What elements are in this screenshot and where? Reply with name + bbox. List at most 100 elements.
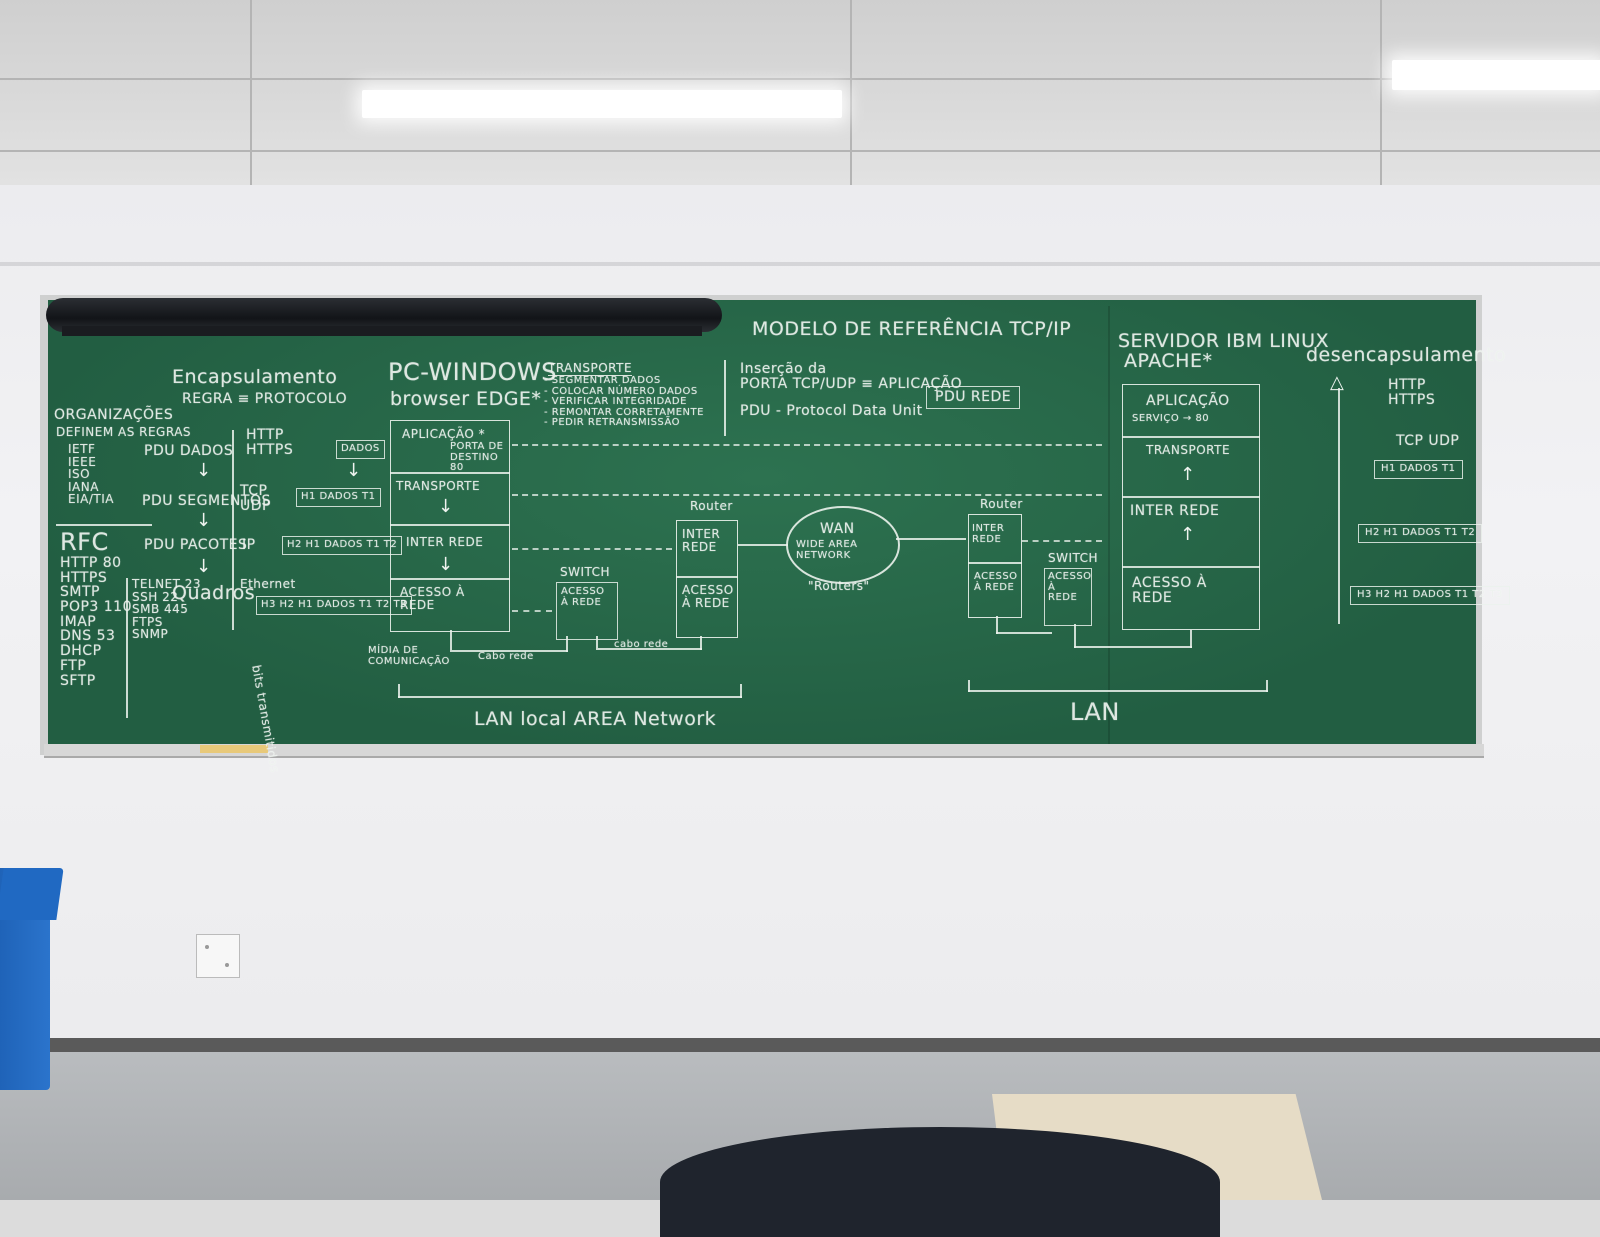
pc-port-note: PORTA DE DESTINO 80 — [450, 441, 504, 473]
frame-frame: H3 H2 H1 DADOS T1 T2 T3 — [256, 596, 412, 615]
cable2-label: cabo rede — [614, 639, 669, 650]
router2-label: Router — [980, 497, 1023, 511]
ceiling-light — [1392, 60, 1600, 90]
down-arrow-icon: ↓ — [196, 460, 212, 481]
cable1-label: Cabo rede — [478, 651, 534, 662]
encaps-title: Encapsulamento — [172, 366, 338, 388]
link-line — [896, 538, 966, 540]
pc-layer-transport: TRANSPORTE — [396, 479, 481, 493]
projector-screen-roll-bar — [62, 326, 702, 336]
server-servico: SERVIÇO → 80 — [1132, 413, 1210, 424]
server-layer-transport: TRANSPORTE — [1146, 443, 1231, 457]
ceiling-light — [362, 90, 842, 118]
peer-line-access — [512, 610, 552, 612]
org-item: EIA/TIA — [68, 492, 114, 507]
frame-segment: H1 DADOS T1 — [296, 488, 381, 507]
transporte-item: - VERIFICAR INTEGRIDADE — [544, 396, 687, 407]
server-stack — [1122, 384, 1260, 630]
protocol-item: HTTPS — [60, 569, 108, 586]
cable-line — [996, 616, 998, 634]
pdu-dados: PDU DADOS — [144, 443, 234, 459]
org-item: IETF — [68, 442, 96, 456]
cable-line — [1074, 624, 1076, 648]
wan-routers: "Routers" — [808, 579, 870, 593]
chalkboard-seam — [1108, 306, 1110, 744]
org-item: IEEE — [68, 454, 97, 469]
switch2-label: SWITCH — [1048, 551, 1099, 565]
cable-line — [596, 636, 598, 648]
router1-inter-rede: INTER REDE — [682, 527, 721, 554]
peer-line-transport — [512, 494, 1102, 496]
layer-divider — [390, 578, 510, 580]
up-arrow-icon: △ — [1330, 372, 1344, 393]
org-item: IANA — [68, 479, 99, 494]
layer-protocol-ethernet: Ethernet — [240, 577, 296, 591]
cable-line — [450, 630, 452, 650]
protocol-item: DHCP — [60, 643, 102, 660]
server-layer-acesso: ACESSO À REDE — [1132, 575, 1207, 606]
pdu-pacotes: PDU PACOTES — [144, 537, 248, 553]
up-arrow-icon: ↑ — [1180, 464, 1196, 485]
transporte-item: - PEDIR RETRANSMISSÃO — [544, 417, 680, 428]
pdu-segmentos: PDU SEGMENTOS — [142, 493, 271, 509]
lan-bracket — [968, 680, 970, 692]
cable-line — [996, 632, 1052, 634]
desencaps-row: H1 DADOS T1 — [1374, 460, 1463, 479]
desencaps-title: desencapsulamento — [1306, 344, 1507, 366]
protocol-item: SMTP — [60, 584, 100, 601]
link-line — [738, 544, 788, 546]
peer-line-app — [512, 444, 1102, 446]
ceiling-grid-line — [250, 0, 252, 185]
layer-divider — [676, 576, 738, 578]
org-list: IETF IEEE ISO IANA EIA/TIA — [68, 443, 114, 506]
transporte-item: - REMONTAR CORRETAMENTE — [544, 406, 704, 418]
ceiling-grid-line — [1380, 0, 1382, 185]
chalk-divider — [232, 430, 234, 630]
layer-divider — [390, 472, 510, 474]
ceiling-grid-line — [0, 78, 1600, 80]
cable-line — [566, 636, 568, 652]
switch1-box: ACESSO À REDE — [556, 582, 618, 640]
down-arrow-icon: ↓ — [196, 556, 212, 577]
insercao-note: Inserção da PORTA TCP/UDP ≡ APLICAÇÃO — [740, 361, 963, 392]
cable-line — [1190, 630, 1192, 648]
protocol-item: SFTP — [60, 672, 96, 689]
org-title: ORGANIZAÇÕES — [54, 407, 174, 423]
server-layer-app: APLICAÇÃO — [1146, 393, 1230, 409]
chalk-eraser — [200, 745, 268, 753]
protocol-item: IMAP — [60, 613, 97, 630]
recycle-bin-lid — [0, 868, 64, 920]
frame-packet: H2 H1 DADOS T1 T2 — [282, 536, 403, 555]
protocol-item: DNS 53 — [60, 628, 116, 645]
layer-divider — [968, 562, 1022, 564]
pc-layer-inter-rede: INTER REDE — [406, 535, 484, 549]
wan-cloud-icon — [786, 506, 900, 584]
wan-title: WAN — [820, 521, 855, 537]
lan-left-label: LAN local AREA Network — [474, 708, 717, 730]
transporte-list: - SEGMENTAR DADOS - COLOCAR NÚMERO DADOS… — [544, 375, 704, 429]
router2-inter-rede: INTER REDE — [972, 523, 1005, 545]
lan-bracket — [740, 684, 742, 698]
lan-bracket — [1266, 680, 1268, 692]
org-subtitle: DEFINEM AS REGRAS — [56, 425, 192, 439]
lan-bracket — [968, 690, 1268, 692]
down-arrow-icon: ↓ — [196, 510, 212, 531]
server-title: SERVIDOR IBM LINUX — [1118, 330, 1330, 352]
protocol-item: FTPS — [132, 614, 163, 629]
org-item: ISO — [68, 467, 91, 482]
protocol-item: SMB 445 — [132, 602, 189, 617]
layer-protocol-ip: IP — [242, 537, 256, 553]
lan-bracket — [398, 684, 400, 698]
layer-divider — [1122, 496, 1260, 498]
pc-layer-acesso: ACESSO À REDE — [400, 585, 465, 612]
wall-molding — [0, 262, 1600, 266]
pdu-rede-box: PDU REDE — [926, 386, 1021, 409]
transporte-item: - SEGMENTAR DADOS — [544, 375, 661, 386]
peer-line-net — [512, 548, 672, 550]
peer-line-net-right — [1022, 540, 1102, 542]
server-subtitle: APACHE* — [1124, 350, 1213, 372]
down-arrow-icon: ↓ — [438, 496, 454, 517]
protocol-item: HTTP 80 — [60, 555, 122, 571]
pc-layer-app: APLICAÇÃO * — [402, 427, 486, 441]
desencaps-tcp: TCP UDP — [1396, 433, 1460, 449]
